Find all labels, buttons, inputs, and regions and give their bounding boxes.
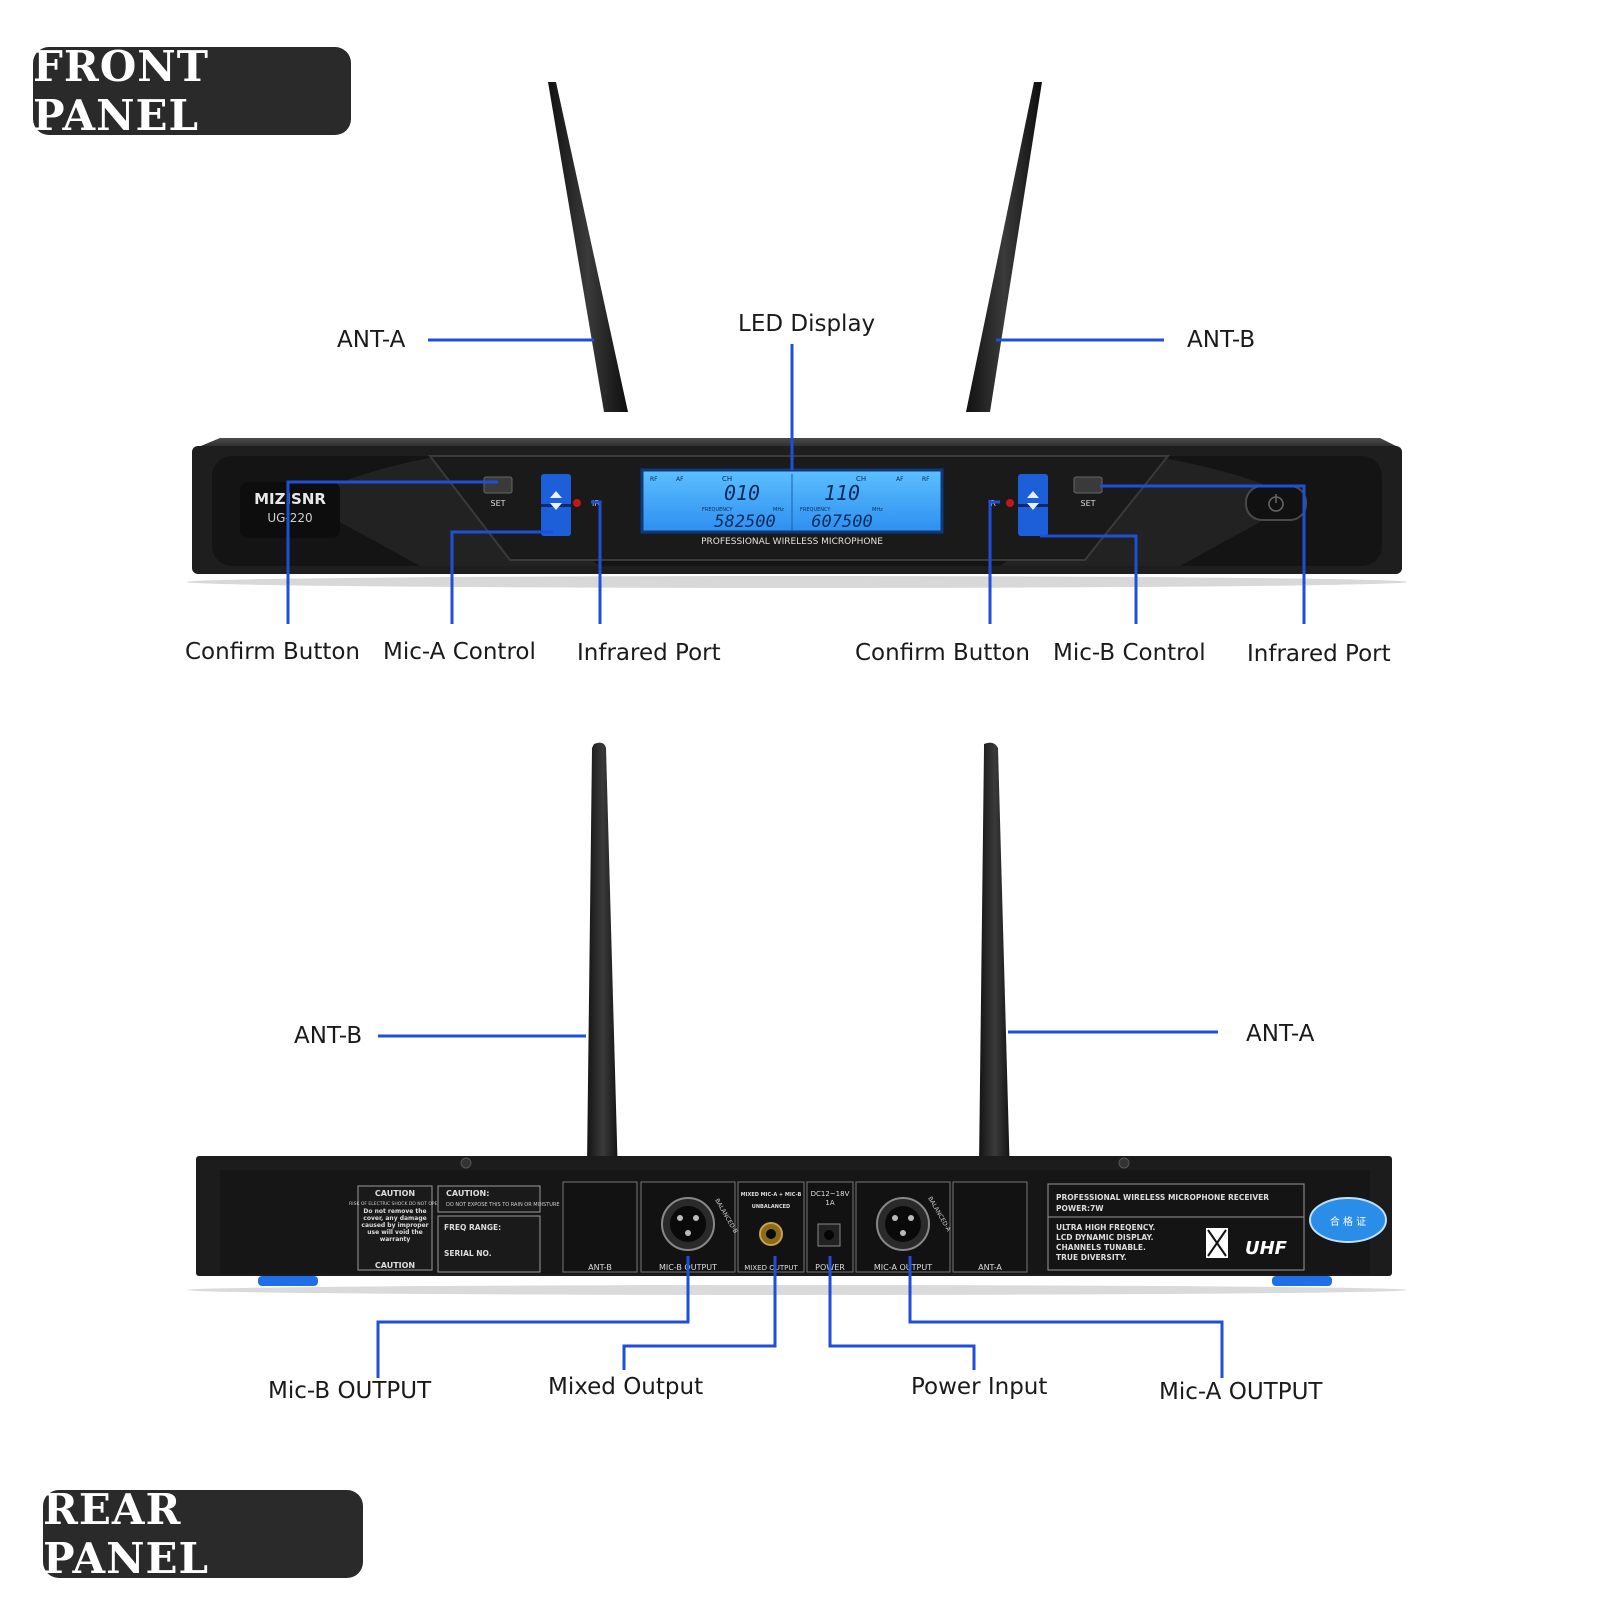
rear-panel-title: REAR PANEL [43, 1485, 363, 1583]
lcd-caption: PROFESSIONAL WIRELESS MICROPHONE [701, 537, 883, 547]
serial-no-label: SERIAL NO. [444, 1249, 492, 1258]
lcd-freq-label-b: FREQUENCY [800, 507, 831, 513]
ir-port-a [573, 499, 581, 507]
rear-antenna-b [586, 742, 620, 1250]
label-mixed-output: Mixed Output [548, 1374, 704, 1400]
front-antenna-a [548, 82, 628, 412]
lcd-af-b: AF [896, 476, 904, 483]
port-label-mixed: MIXED OUTPUT [744, 1264, 798, 1272]
spec-title: PROFESSIONAL WIRELESS MICROPHONE RECEIVE… [1056, 1193, 1269, 1202]
lcd-mhz-b: MHz [872, 507, 883, 513]
caution-sub-1: RISK OF ELECTRIC SHOCK DO NOT OPEN [349, 1201, 441, 1207]
lcd-ch-a: CH [722, 475, 732, 483]
front-panel-title: FRONT PANEL [33, 42, 351, 140]
lcd-frequency-b: 607500 [811, 512, 872, 532]
label-infrared-port-a: Infrared Port [577, 640, 721, 666]
certificate-seal [1309, 1197, 1387, 1243]
caution-label-1: CAUTION [375, 1189, 415, 1198]
lcd-rf-a: RF [650, 476, 658, 483]
lcd-mhz-a: MHz [773, 507, 784, 513]
mixed-top-label: MIXED MIC-A + MIC-B [741, 1192, 802, 1198]
front-callouts [286, 338, 1306, 624]
front-antenna-b [966, 82, 1042, 412]
uhf-logo: UHF [1245, 1238, 1288, 1259]
lcd-rf-b: RF [922, 476, 930, 483]
spec-power: POWER:7W [1056, 1204, 1104, 1213]
label-led-display: LED Display [738, 311, 876, 337]
set-label-b: SET [1080, 499, 1095, 508]
spec-line-1: ULTRA HIGH FREQENCY. [1056, 1223, 1156, 1232]
spec-line-4: TRUE DIVERSITY. [1056, 1253, 1127, 1262]
front-model: UG-220 [267, 511, 312, 525]
mixed-output-port [737, 1181, 805, 1273]
freq-range-label: FREQ RANGE: [444, 1223, 501, 1232]
label-mic-a-output: Mic-A OUTPUT [1159, 1379, 1323, 1405]
lcd-channel-a: 010 [724, 481, 760, 505]
spec-line-3: CHANNELS TUNABLE. [1056, 1243, 1146, 1252]
label-rear-ant-b: ANT-B [294, 1023, 363, 1049]
label-confirm-button-b: Confirm Button [855, 640, 1031, 666]
label-mic-b-output: Mic-B OUTPUT [268, 1378, 432, 1404]
port-label-mic-a: MIC-A OUTPUT [874, 1263, 932, 1272]
caution-body: Do not remove the cover, any damage caus… [361, 1208, 429, 1243]
label-mic-a-control: Mic-A Control [383, 639, 536, 665]
front-device: MIZISNR UG-220 SET IR RF AF CH 010 FREQU… [187, 82, 1407, 588]
unbalanced-label: UNBALANCED [752, 1204, 790, 1210]
lcd-af-a: AF [676, 476, 684, 483]
front-brand: MIZISNR [254, 490, 326, 508]
power-spec-label: DC12~18V [811, 1190, 850, 1198]
label-infrared-port-b: Infrared Port [1247, 641, 1391, 667]
caution-label-2: CAUTION [375, 1261, 415, 1270]
ir-port-b [1006, 499, 1014, 507]
port-label-ant-b: ANT-B [588, 1263, 612, 1272]
caution-label-3: CAUTION: [446, 1189, 489, 1198]
label-front-ant-b: ANT-B [1187, 327, 1256, 353]
port-label-ant-a: ANT-A [978, 1263, 1002, 1272]
lcd-ch-b: CH [856, 475, 866, 483]
label-front-ant-a: ANT-A [337, 327, 406, 353]
ant-b-port [562, 1181, 638, 1273]
set-button-a[interactable] [483, 476, 513, 494]
ant-a-port [952, 1181, 1028, 1273]
label-rear-ant-a: ANT-A [1246, 1021, 1315, 1047]
caution-sub-3: DO NOT EXPOSE THIS TO RAIN OR MOISTURE [446, 1202, 560, 1208]
lcd-freq-label-a: FREQUENCY [702, 507, 733, 513]
set-button-b[interactable] [1073, 476, 1103, 494]
set-label-a: SET [490, 499, 505, 508]
label-mic-b-control: Mic-B Control [1053, 640, 1206, 666]
lcd-frequency-a: 582500 [714, 512, 775, 532]
label-confirm-button-a: Confirm Button [185, 639, 361, 665]
rear-device: CAUTION RISK OF ELECTRIC SHOCK DO NOT OP… [187, 742, 1407, 1295]
rear-callouts [376, 1030, 1224, 1378]
lcd-channel-b: 110 [824, 481, 860, 505]
seal-text: 合 格 证 [1330, 1215, 1366, 1228]
power-amp-label: 1A [825, 1199, 834, 1207]
rear-antenna-a [978, 742, 1012, 1250]
label-power-input: Power Input [911, 1374, 1048, 1400]
spec-line-2: LCD DYNAMIC DISPLAY. [1056, 1233, 1154, 1242]
